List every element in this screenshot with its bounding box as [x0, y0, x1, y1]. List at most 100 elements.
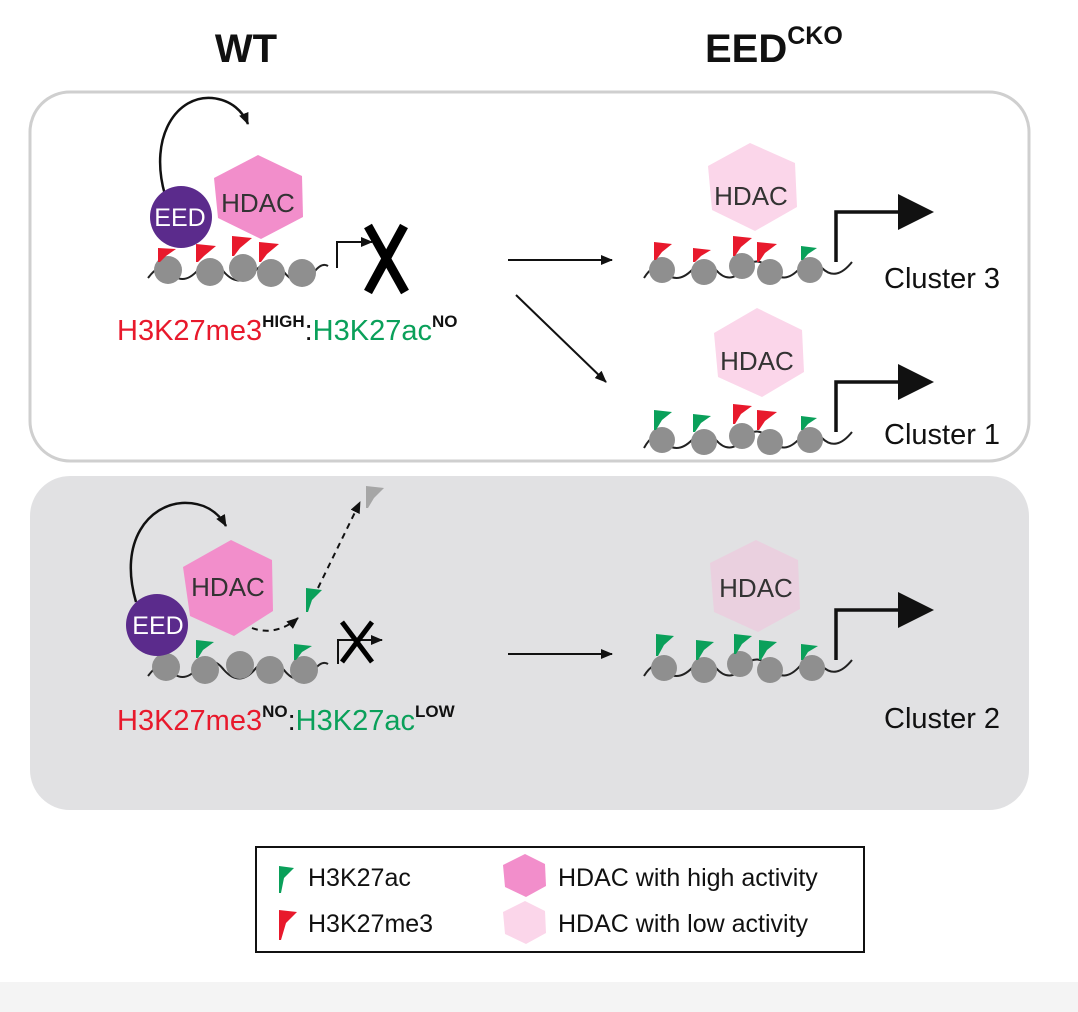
hdac-high-hexagon: [214, 155, 303, 239]
nucleosome: [797, 257, 823, 283]
eed-cko-column-header: EEDCKO: [705, 22, 843, 71]
hdac-high-hexagon: [183, 540, 273, 636]
active-promoter-arrowhead: [898, 364, 934, 400]
h3k27ac-flag: [294, 644, 312, 660]
legend-hdac-high-icon: [503, 854, 546, 897]
hdac-label: HDAC: [714, 181, 788, 211]
hdac-label: HDAC: [720, 346, 794, 376]
cluster1-chromatin: [643, 423, 853, 455]
h3k27ac-flag: [693, 414, 711, 432]
nucleosome: [154, 256, 182, 284]
cluster1-flags: [654, 404, 817, 432]
h3k27ac-flag: [734, 634, 752, 654]
hdac-low-hexagon: [708, 143, 797, 231]
legend-box: [255, 846, 865, 953]
wt-bottom-state-label: H3K27me3NO:H3K27acLOW: [117, 702, 456, 737]
nucleosome: [757, 429, 783, 455]
active-promoter-arrow: [834, 608, 900, 660]
cluster1-label: Cluster 1: [884, 419, 1000, 451]
h3k27me3-flag: [733, 236, 752, 256]
nucleosome: [288, 259, 316, 287]
h3k27ac-flag: [656, 634, 674, 656]
h3k27ac-flag: [801, 246, 817, 260]
h3k27me3-sup: HIGH: [262, 312, 305, 331]
cluster3-flags: [654, 236, 817, 262]
h3k27me3-flag: [654, 242, 672, 260]
state-separator: :: [305, 315, 313, 347]
promoter-arrow: [337, 635, 383, 664]
h3k27ac-label: H3K27ac: [296, 705, 415, 737]
nucleosome: [691, 429, 717, 455]
h3k27ac-flag: [801, 416, 817, 430]
state-separator: :: [288, 705, 296, 737]
nucleosome: [799, 655, 825, 681]
h3k27ac-flag: [196, 640, 214, 658]
nucleosome: [649, 257, 675, 283]
deacetylation-dashed-arrow: [251, 617, 299, 632]
h3k27me3-flag: [757, 410, 777, 430]
h3k27me3-label: H3K27me3: [117, 705, 262, 737]
h3k27me3-flag: [693, 248, 711, 262]
cluster2-label: Cluster 2: [884, 703, 1000, 735]
h3k27ac-flag: [696, 640, 714, 660]
eed-header-text: EED: [705, 27, 787, 71]
nucleosome: [729, 423, 755, 449]
nucleosome: [191, 656, 219, 684]
eed-complex: [150, 186, 212, 248]
h3k27me3-flag: [259, 242, 279, 262]
promoter-arrow: [336, 237, 373, 268]
wt-bottom-chromatin: [147, 651, 329, 684]
hdac-label: HDAC: [191, 572, 265, 602]
cluster3-label: Cluster 3: [884, 263, 1000, 295]
removed-flag-gray: [366, 486, 384, 508]
transition-arrow-cluster1: [515, 294, 607, 383]
cko-superscript: CKO: [787, 22, 843, 50]
h3k27me3-flag: [232, 236, 252, 256]
hdac-label: HDAC: [221, 188, 295, 218]
nucleosome: [757, 657, 783, 683]
nucleosome: [727, 651, 753, 677]
h3k27ac-sup: NO: [432, 312, 458, 331]
nucleosome: [691, 657, 717, 683]
nucleosome: [226, 651, 254, 679]
nucleosome: [152, 653, 180, 681]
legend-h3k27me3-flag-icon: [279, 910, 297, 940]
nucleosome: [649, 427, 675, 453]
hdac-label: HDAC: [719, 573, 793, 603]
h3k27ac-flag: [654, 410, 672, 430]
ac-removal-dashed-arrow: [317, 501, 361, 589]
active-promoter-arrow: [834, 380, 900, 432]
nucleosome: [257, 259, 285, 287]
eed-complex: [126, 594, 188, 656]
h3k27ac-label: H3K27ac: [313, 315, 432, 347]
wt-top-state-label: H3K27me3HIGH:H3K27acNO: [117, 312, 457, 347]
nucleosome: [651, 655, 677, 681]
nucleosome: [290, 656, 318, 684]
wt-top-chromatin: [147, 254, 329, 287]
legend-h3k27ac-label: H3K27ac: [308, 864, 411, 892]
eed-curved-arrow: [158, 96, 250, 196]
legend-h3k27ac-flag-icon: [279, 866, 294, 893]
h3k27ac-flag: [759, 640, 777, 660]
nucleosome: [757, 259, 783, 285]
h3k27me3-flag: [196, 244, 216, 262]
h3k27me3-flag: [158, 248, 176, 262]
h3k27me3-flag: [757, 242, 777, 262]
legend-hdac-low-label: HDAC with low activity: [558, 910, 809, 938]
hdac-low-hexagon: [714, 308, 804, 397]
nucleosome: [196, 258, 224, 286]
legend-hdac-high-label: HDAC with high activity: [558, 864, 818, 892]
wt-column-header: WT: [215, 27, 277, 71]
cluster2-flags: [656, 634, 818, 660]
hdac-low-hexagon: [710, 540, 800, 632]
cluster3-chromatin: [643, 253, 853, 285]
cluster2-chromatin: [643, 651, 853, 683]
nucleosome: [729, 253, 755, 279]
active-promoter-arrow: [834, 210, 900, 262]
active-promoter-arrowhead: [898, 592, 934, 628]
bottom-strip: [0, 982, 1078, 1012]
h3k27ac-sup: LOW: [415, 702, 456, 721]
legend: H3K27ac H3K27me3 HDAC with high activity…: [255, 846, 865, 953]
eed-label: EED: [132, 612, 183, 640]
